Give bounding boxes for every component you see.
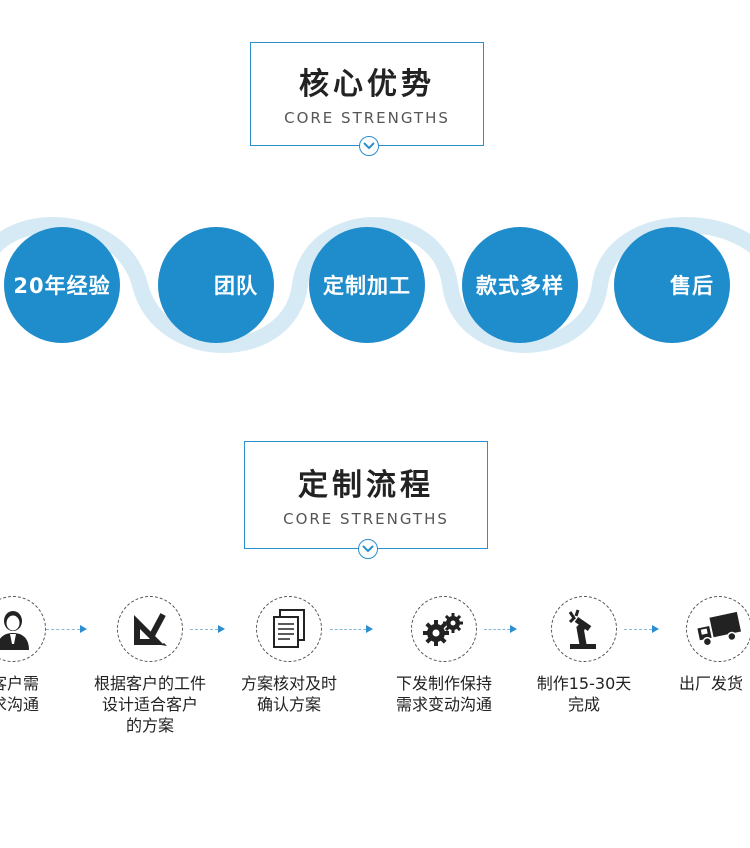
strength-label: 团队 (214, 274, 258, 298)
truck-icon (697, 611, 741, 647)
step-icon-confirm (256, 596, 322, 662)
step-label-confirm: 方案核对及时 确认方案 (240, 674, 337, 714)
strength-label: 售后 (670, 274, 714, 298)
wave-band (0, 217, 750, 353)
chevron-down-icon (358, 539, 378, 559)
step-label-design: 根据客户的工件 设计适合客户 的方案 (93, 674, 206, 735)
process-connector (330, 629, 366, 630)
section-title-core-strengths: 核心优势 CORE STRENGTHS (250, 42, 484, 146)
step-icon-production (411, 596, 477, 662)
documents-icon (273, 609, 305, 648)
strength-label: 款式多样 (476, 274, 564, 298)
section-title-zh: 定制流程 (298, 468, 434, 503)
section-title-zh: 核心优势 (299, 67, 435, 102)
strength-label: 定制加工 (323, 274, 411, 298)
process-connector (190, 629, 218, 630)
process-connector (624, 629, 652, 630)
step-icon-design (117, 596, 183, 662)
strength-circle-experience: 20年经验 (4, 227, 120, 343)
step-label-complete: 制作15-30天 完成 (536, 674, 632, 714)
process-connector (484, 629, 510, 630)
step-icon-complete (551, 596, 617, 662)
design-tools-icon (134, 613, 167, 646)
arrow-right-icon (218, 625, 225, 633)
strength-circle-team: 团队 (158, 227, 274, 343)
section-title-en: CORE STRENGTHS (283, 510, 449, 528)
strength-circle-variety: 款式多样 (462, 227, 578, 343)
strength-circle-aftersales: 售后 (614, 227, 730, 343)
section-title-en: CORE STRENGTHS (284, 109, 450, 127)
chevron-down-icon (359, 136, 379, 156)
arrow-right-icon (652, 625, 659, 633)
step-label-shipping: 出厂发货 (679, 674, 744, 693)
strength-label: 20年经验 (13, 274, 111, 298)
arrow-right-icon (366, 625, 373, 633)
step-icon-consult (0, 596, 46, 662)
step-label-production: 下发制作保持 需求变动沟通 (395, 674, 492, 714)
arrow-right-icon (80, 625, 87, 633)
process-connector (46, 629, 80, 630)
arrow-right-icon (510, 625, 517, 633)
section-title-process: 定制流程 CORE STRENGTHS (244, 441, 488, 549)
robot-arm-icon (568, 609, 596, 649)
step-label-consult: 客户需 求沟通 (0, 674, 39, 714)
gears-icon (423, 613, 463, 646)
strength-circle-custom: 定制加工 (309, 227, 425, 343)
person-icon (0, 611, 29, 650)
step-icon-shipping (686, 596, 750, 662)
